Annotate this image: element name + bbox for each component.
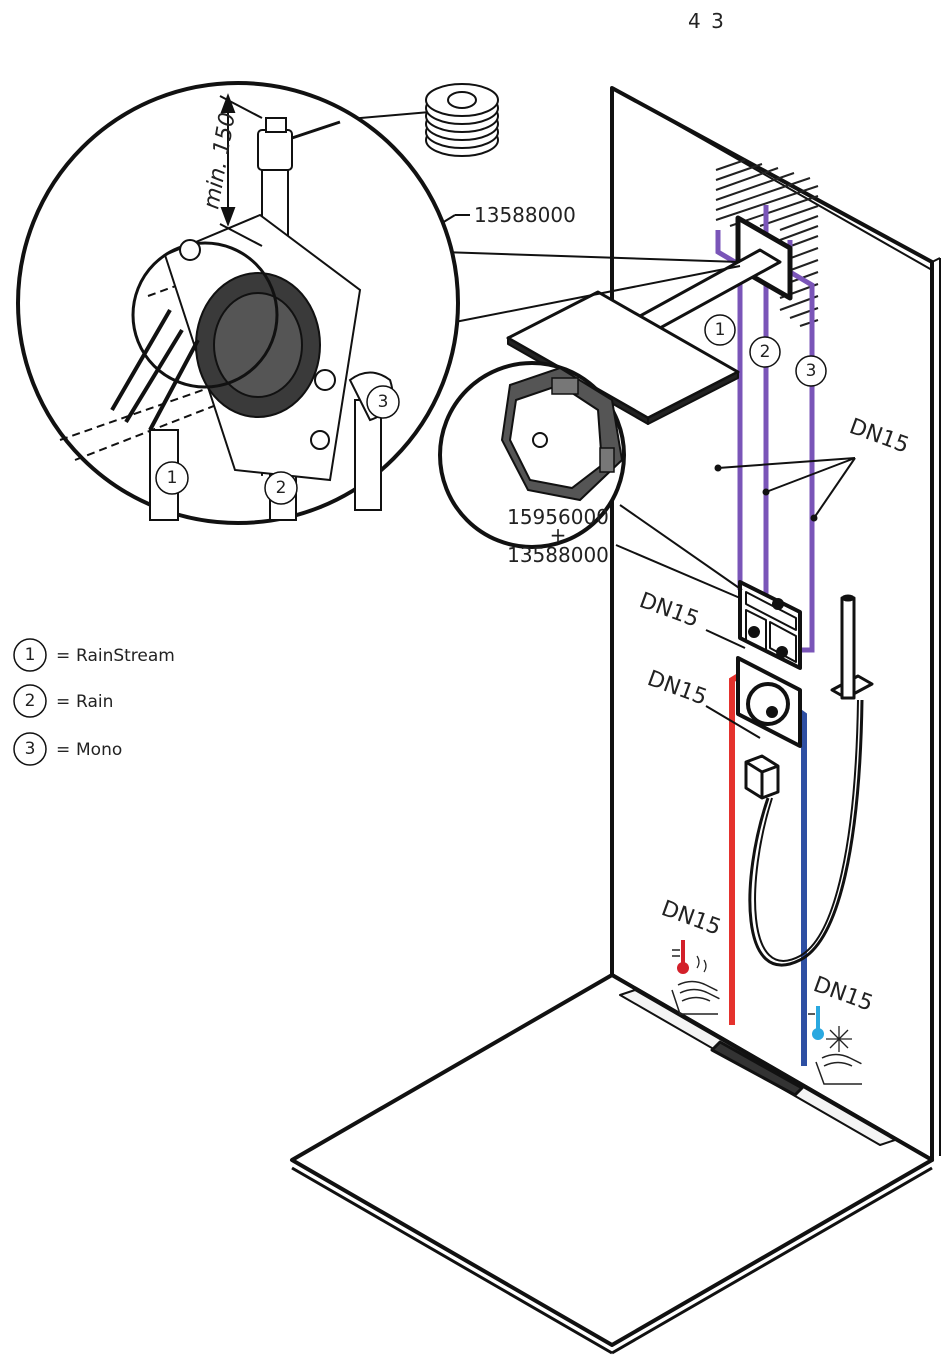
- legend-number-2: 2: [25, 691, 36, 711]
- plug-stopper: [426, 84, 498, 156]
- dn15-dot-1: [715, 465, 722, 472]
- legend-item-2: 2 = Rain: [14, 685, 113, 717]
- part-number-main: 13588000: [474, 203, 576, 227]
- page-number: 4 3: [688, 9, 726, 33]
- detail-marker-3: 3: [378, 392, 389, 412]
- detail-callout-large: min. 150 1 2 3: [18, 83, 458, 523]
- dn15-dot-2: [763, 489, 770, 496]
- legend-name-1: RainStream: [76, 646, 175, 666]
- dn15-dot-3: [811, 515, 818, 522]
- legend-number-1: 1: [25, 645, 36, 665]
- wall-marker-3: 3: [806, 361, 817, 381]
- detail-marker-2: 2: [276, 478, 287, 498]
- hand-shower-outlet: [746, 756, 778, 798]
- part-number-module-2: 13588000: [507, 543, 609, 567]
- legend-equals-3: =: [56, 740, 70, 760]
- detail-marker-1: 1: [167, 468, 178, 488]
- legend-item-3: 3 = Mono: [14, 733, 122, 765]
- legend-item-1: 1 = RainStream: [14, 639, 175, 671]
- legend-equals-1: =: [56, 646, 70, 666]
- legend-equals-2: =: [56, 692, 70, 712]
- legend: 1 = RainStream 2 = Rain 3 = Mono: [14, 639, 175, 765]
- wall-marker-1: 1: [715, 320, 726, 340]
- legend-number-3: 3: [25, 739, 36, 759]
- legend-name-3: Mono: [76, 740, 122, 760]
- legend-name-2: Rain: [76, 692, 113, 712]
- wall-marker-2: 2: [760, 342, 771, 362]
